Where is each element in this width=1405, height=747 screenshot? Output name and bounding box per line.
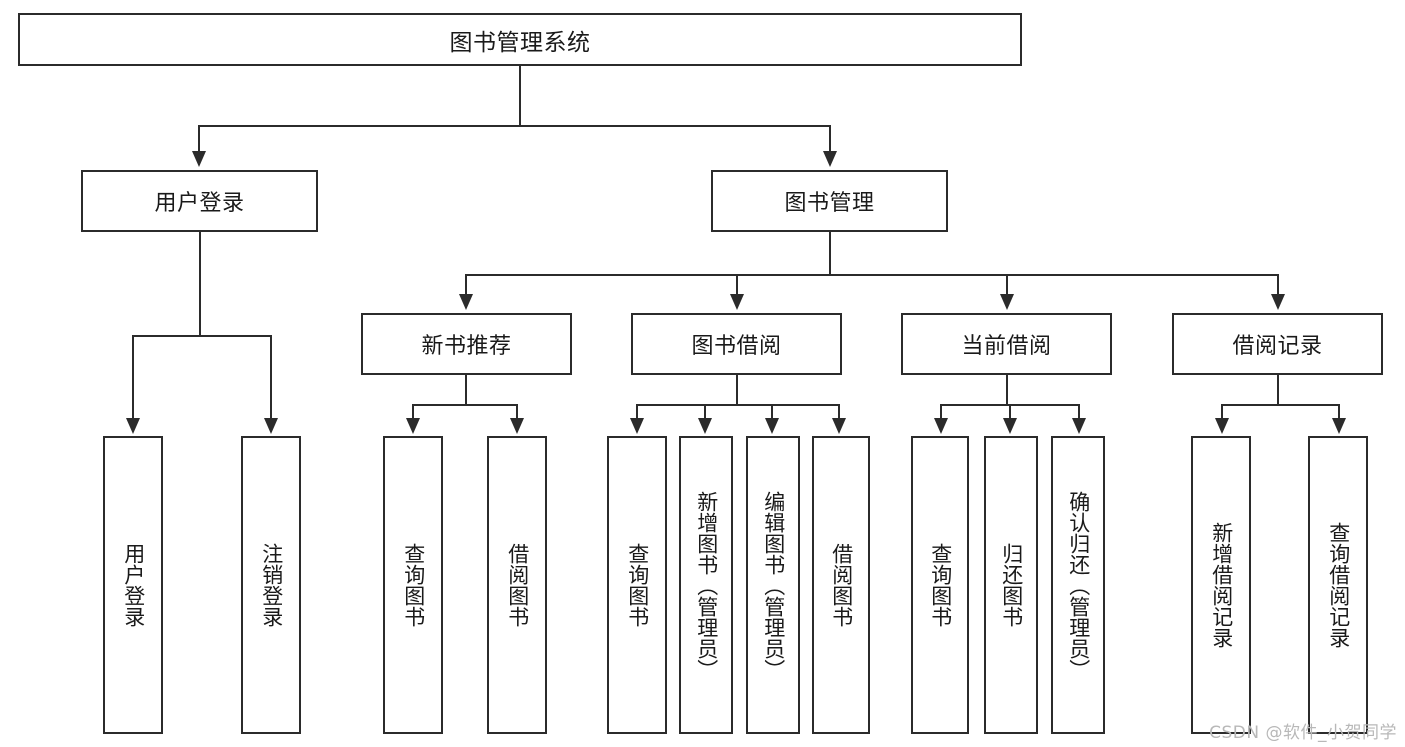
node-label: 确认归还（管理员） [1066,490,1091,680]
arrow-cb-child-1 [934,418,948,434]
node-label: 用户登录 [154,191,245,216]
node-leaf-add-book[interactable]: 新增图书（管理员） [679,436,733,734]
node-label: 当前借阅 [961,334,1052,359]
node-new-book-recommend[interactable]: 新书推荐 [361,313,572,375]
arrow-bb-child-3 [765,418,779,434]
node-label: 新书推荐 [421,334,512,359]
node-root-book-management-system[interactable]: 图书管理系统 [18,13,1022,66]
edge-bb-child-1 [636,404,638,420]
node-label: 借阅记录 [1232,334,1323,359]
arrow-to-user-login [192,151,206,167]
edge-current-borrow-stem [1006,375,1008,404]
edge-cb-child-1 [940,404,942,420]
node-label: 图书借阅 [691,334,782,359]
arrow-nbr-child-1 [406,418,420,434]
node-leaf-logout-login[interactable]: 注销登录 [241,436,301,734]
node-label: 查询图书 [401,543,426,627]
edge-borrow-record-stem [1277,375,1279,404]
edge-to-user-login [198,125,200,153]
node-book-borrow[interactable]: 图书借阅 [631,313,842,375]
node-leaf-return-book[interactable]: 归还图书 [984,436,1038,734]
node-leaf-query-record[interactable]: 查询借阅记录 [1308,436,1368,734]
node-label: 编辑图书（管理员） [761,490,786,680]
arrow-br-child-2 [1332,418,1346,434]
arrow-to-borrow-record [1271,294,1285,310]
edge-to-book-borrow [736,274,738,296]
node-label: 查询图书 [625,543,650,627]
node-label: 图书管理系统 [449,29,591,56]
node-label: 用户登录 [121,543,146,627]
arrow-to-leaf-user-login [126,418,140,434]
edge-level3-bar [466,274,1278,276]
edge-root-stem [519,66,521,125]
node-label: 借阅图书 [505,543,530,627]
node-current-borrow[interactable]: 当前借阅 [901,313,1112,375]
arrow-to-book-borrow [730,294,744,310]
arrow-bb-child-2 [698,418,712,434]
edge-br-child-1 [1221,404,1223,420]
node-label: 注销登录 [259,543,284,627]
edge-cb-child-3 [1078,404,1080,420]
edge-bb-child-2 [704,404,706,420]
node-book-management[interactable]: 图书管理 [711,170,948,232]
edge-new-book-recommend-stem [465,375,467,404]
node-label: 新增图书（管理员） [694,490,719,680]
arrow-bb-child-1 [630,418,644,434]
edge-to-leaf-logout-login [270,335,272,420]
edge-to-current-borrow [1006,274,1008,296]
edge-to-borrow-record [1277,274,1279,296]
edge-to-leaf-user-login [132,335,134,420]
edge-nbr-child-2 [516,404,518,420]
edge-user-login-stem [199,232,201,335]
node-leaf-user-login[interactable]: 用户登录 [103,436,163,734]
edge-book-management-stem [829,232,831,274]
node-user-login[interactable]: 用户登录 [81,170,318,232]
edge-bb-child-3 [771,404,773,420]
arrow-to-book-management [823,151,837,167]
edge-bb-child-4 [838,404,840,420]
edge-level2-bar [199,125,831,127]
node-label: 归还图书 [999,543,1024,627]
node-label: 借阅图书 [829,543,854,627]
edge-to-book-management [829,125,831,153]
node-leaf-add-record[interactable]: 新增借阅记录 [1191,436,1251,734]
edge-book-borrow-bar [637,404,839,406]
edge-cb-child-2 [1009,404,1011,420]
edge-nbr-child-1 [412,404,414,420]
arrow-cb-child-2 [1003,418,1017,434]
node-label: 查询图书 [928,543,953,627]
node-leaf-borrow-book-2[interactable]: 借阅图书 [812,436,870,734]
node-leaf-confirm-return[interactable]: 确认归还（管理员） [1051,436,1105,734]
arrow-to-leaf-logout-login [264,418,278,434]
node-borrow-record[interactable]: 借阅记录 [1172,313,1383,375]
csdn-watermark: CSDN @软件_小贺同学 [1209,723,1397,743]
edge-borrow-record-bar [1222,404,1340,406]
node-leaf-edit-book[interactable]: 编辑图书（管理员） [746,436,800,734]
node-leaf-query-book-1[interactable]: 查询图书 [383,436,443,734]
arrow-bb-child-4 [832,418,846,434]
edge-book-borrow-stem [736,375,738,404]
edge-br-child-2 [1338,404,1340,420]
node-leaf-borrow-book-1[interactable]: 借阅图书 [487,436,547,734]
node-label: 图书管理 [784,191,875,216]
arrow-br-child-1 [1215,418,1229,434]
arrow-nbr-child-2 [510,418,524,434]
arrow-cb-child-3 [1072,418,1086,434]
node-leaf-query-book-2[interactable]: 查询图书 [607,436,667,734]
node-label: 查询借阅记录 [1326,522,1351,648]
edge-new-book-recommend-bar [413,404,518,406]
arrow-to-new-book-recommend [459,294,473,310]
edge-user-login-bar [133,335,272,337]
node-leaf-query-book-3[interactable]: 查询图书 [911,436,969,734]
edge-to-new-book-recommend [465,274,467,296]
node-label: 新增借阅记录 [1209,522,1234,648]
arrow-to-current-borrow [1000,294,1014,310]
